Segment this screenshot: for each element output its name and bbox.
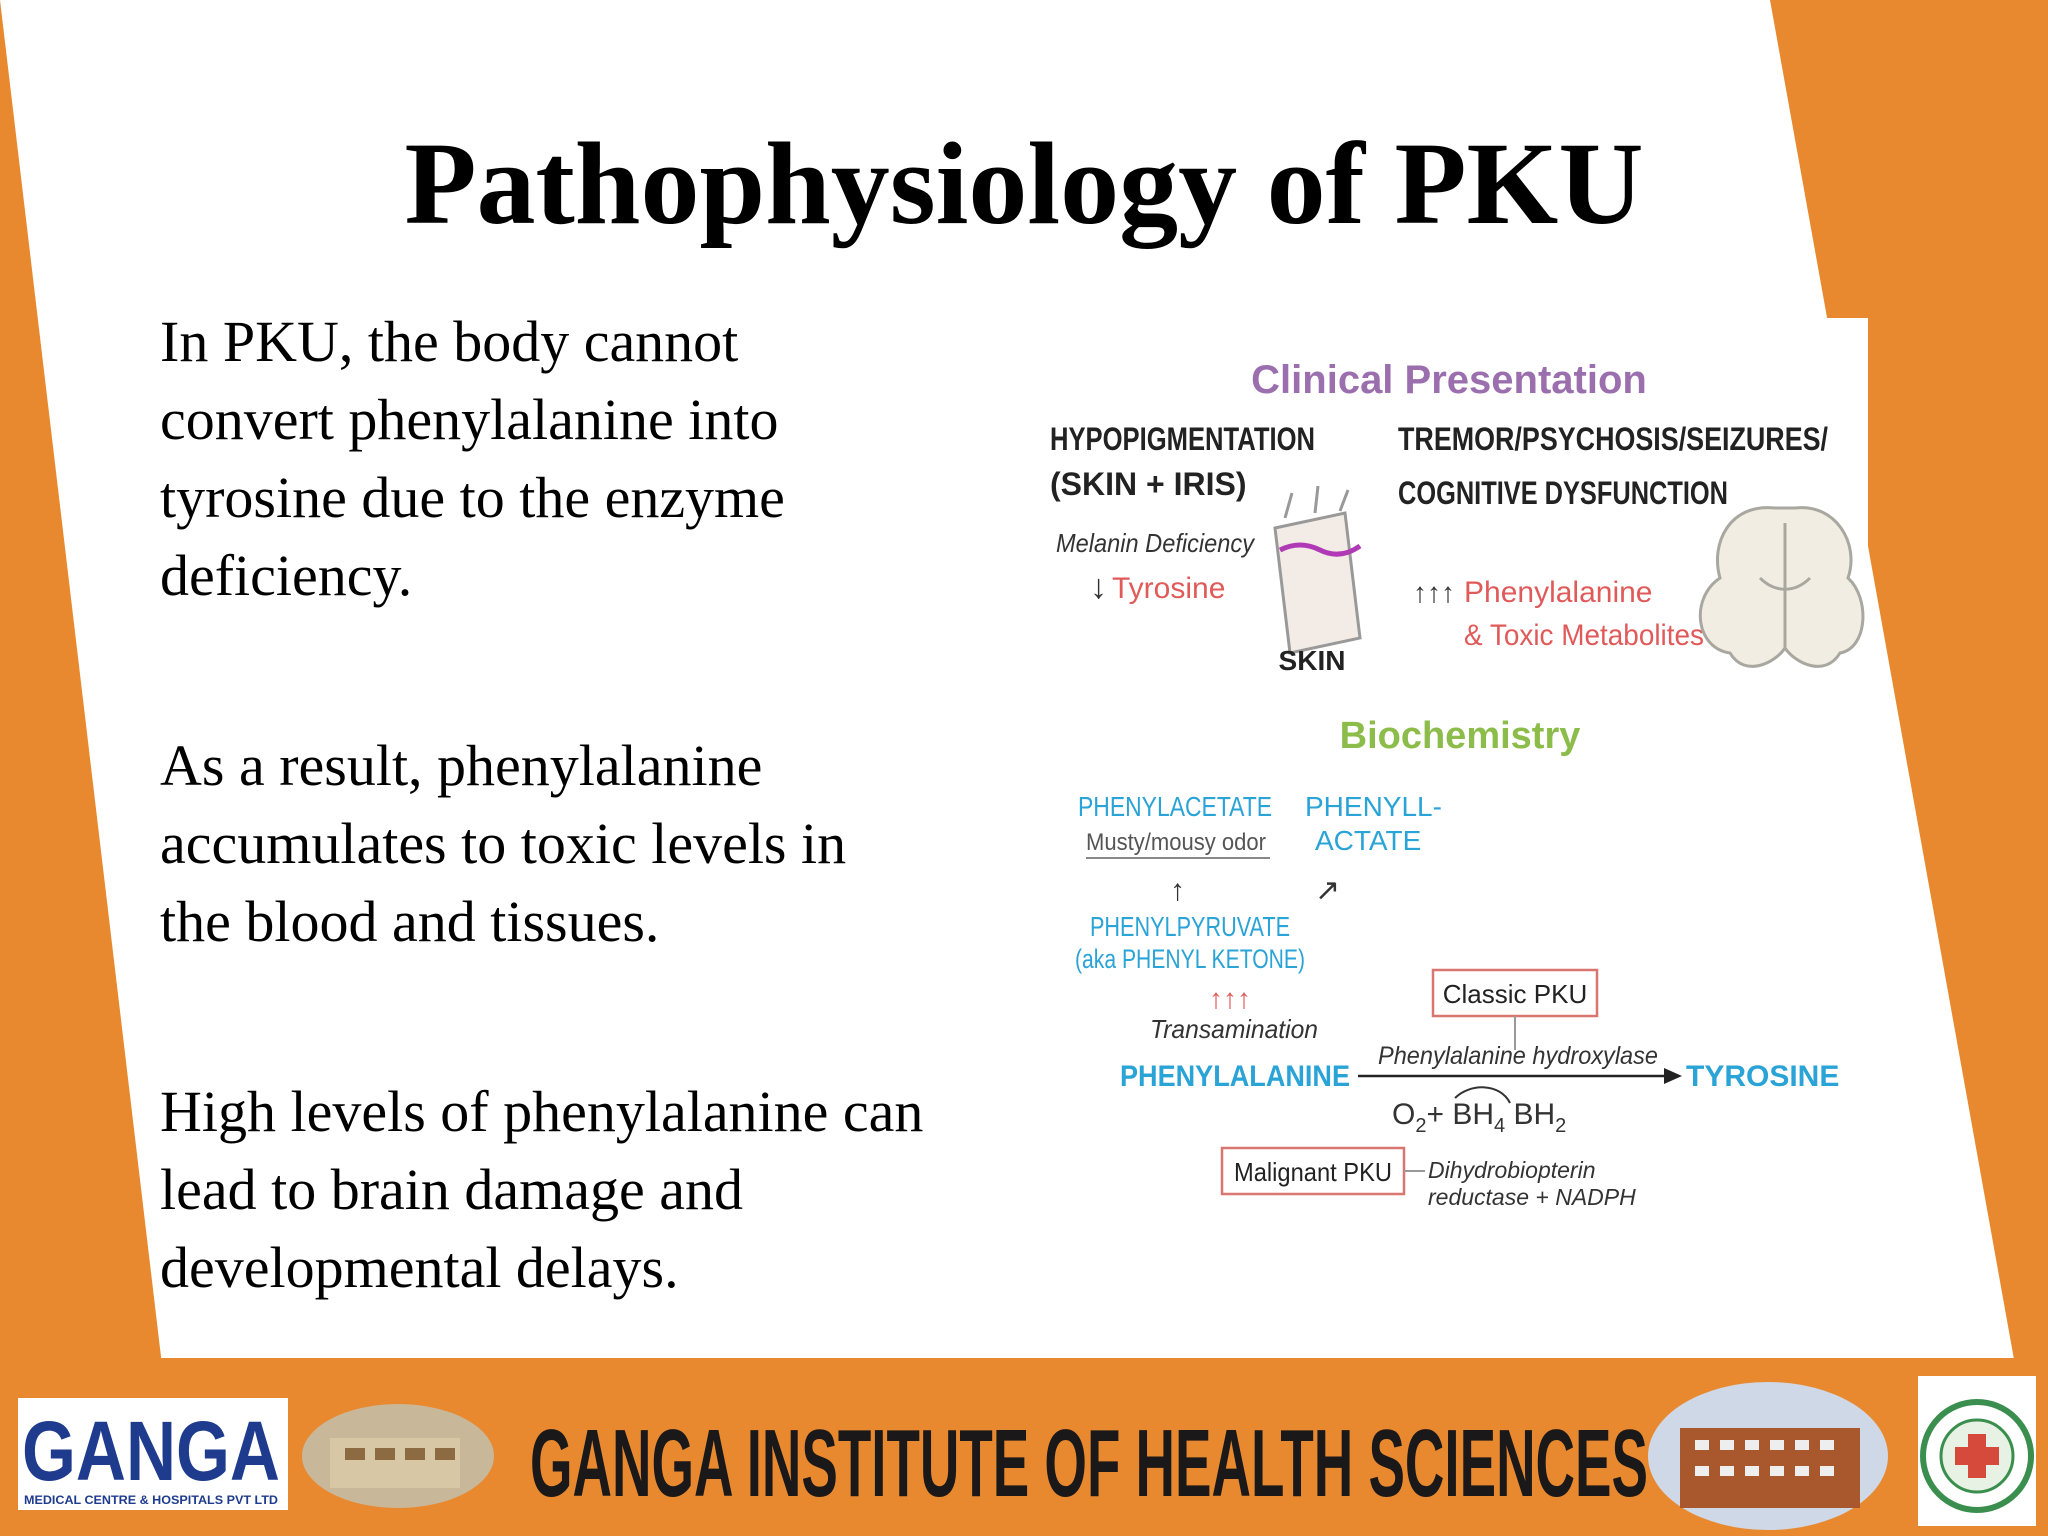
- dihydrobiopterin-label: Dihydrobiopterin: [1428, 1157, 1595, 1183]
- diagonal-arrow-icon: ↗: [1315, 874, 1340, 907]
- red-up-arrows-icon: ↑↑↑: [1209, 983, 1251, 1014]
- skin-block-icon: [1273, 485, 1362, 655]
- tyrosine-decrease-label: Tyrosine: [1112, 572, 1225, 605]
- malignant-pku-label: Malignant PKU: [1234, 1157, 1392, 1187]
- hospital-building-icon: [1648, 1382, 1888, 1530]
- text-line: developmental delays.: [160, 1235, 679, 1300]
- phenyl-ketone-label: (aka PHENYL KETONE): [1075, 944, 1305, 974]
- text-line: convert phenylalanine into: [160, 387, 779, 452]
- text-line: tyrosine due to the enzyme: [160, 465, 785, 530]
- tremor-label: TREMOR/PSYCHOSIS/SEIZURES/: [1398, 421, 1828, 457]
- phenylalanine-increase-label: Phenylalanine: [1464, 576, 1652, 609]
- up-arrows-icon: ↑↑↑: [1413, 577, 1455, 608]
- reductase-label: reductase + NADPH: [1428, 1184, 1636, 1210]
- text-line: deficiency.: [160, 543, 413, 608]
- institution-seal-icon: [1918, 1376, 2036, 1526]
- text-line: In PKU, the body cannot: [160, 309, 739, 374]
- ganga-logo-subtext: MEDICAL CENTRE & HOSPITALS PVT LTD: [24, 1493, 278, 1507]
- text-line: lead to brain damage and: [160, 1157, 743, 1222]
- paragraph-enzyme-deficiency: In PKU, the body cannot convert phenylal…: [160, 303, 1060, 615]
- melanin-deficiency-label: Melanin Deficiency: [1056, 528, 1256, 558]
- tyrosine-label: TYROSINE: [1686, 1060, 1839, 1093]
- classic-pku-label: Classic PKU: [1443, 979, 1587, 1009]
- text-line: the blood and tissues.: [160, 889, 660, 954]
- paragraph-accumulation: As a result, phenylalanine accumulates t…: [160, 727, 1060, 961]
- footer-banner: GANGA MEDICAL CENTRE & HOSPITALS PVT LTD…: [0, 1358, 2048, 1536]
- transamination-label: Transamination: [1150, 1014, 1318, 1044]
- phenyllactate-label-2: ACTATE: [1315, 825, 1421, 856]
- phenylpyruvate-label: PHENYLPYRUVATE: [1090, 911, 1290, 942]
- hypopigmentation-label: HYPOPIGMENTATION: [1050, 421, 1315, 457]
- paragraph-brain-damage: High levels of phenylalanine can lead to…: [160, 1073, 1060, 1307]
- text-line: As a result, phenylalanine: [160, 733, 763, 798]
- cycle-arrow-icon: [1454, 1086, 1511, 1104]
- phenylacetate-label: PHENYLACETATE: [1078, 791, 1272, 822]
- clinical-heading: Clinical Presentation: [1251, 358, 1647, 402]
- pku-figure: Clinical Presentation HYPOPIGMENTATION (…: [1030, 318, 1868, 1238]
- brain-icon: [1698, 506, 1865, 668]
- text-line: High levels of phenylalanine can: [160, 1079, 924, 1144]
- skin-iris-label: (SKIN + IRIS): [1050, 466, 1246, 502]
- toxic-metabolites-label: & Toxic Metabolites: [1464, 619, 1704, 652]
- cognitive-dysfunction-label: COGNITIVE DYSFUNCTION: [1398, 475, 1728, 511]
- skin-label: SKIN: [1279, 645, 1346, 676]
- down-arrow-icon: ↓: [1090, 568, 1107, 606]
- biochemistry-heading: Biochemistry: [1340, 715, 1581, 757]
- conversion-arrowhead: [1664, 1068, 1682, 1084]
- ganga-logo-text: GANGA: [22, 1404, 280, 1498]
- phenylalanine-label: PHENYLALANINE: [1120, 1060, 1350, 1093]
- phenylalanine-hydroxylase-label: Phenylalanine hydroxylase: [1378, 1042, 1658, 1070]
- phenyllactate-label-1: PHENYLL-: [1305, 791, 1442, 822]
- logo-panel: [18, 1398, 288, 1510]
- campus-photo-icon: [302, 1404, 494, 1508]
- classic-pku-box: [1431, 968, 1599, 1018]
- musty-odor-label: Musty/mousy odor: [1086, 829, 1266, 856]
- text-line: accumulates to toxic levels in: [160, 811, 847, 876]
- up-arrow-icon: ↑: [1170, 874, 1185, 907]
- slide-title: Pathophysiology of PKU: [404, 118, 1644, 249]
- institute-name-banner: GANGA INSTITUTE OF HEALTH SCIENCES: [530, 1410, 1648, 1517]
- cofactor-label: O2+ BH4 BH2: [1392, 1098, 1566, 1137]
